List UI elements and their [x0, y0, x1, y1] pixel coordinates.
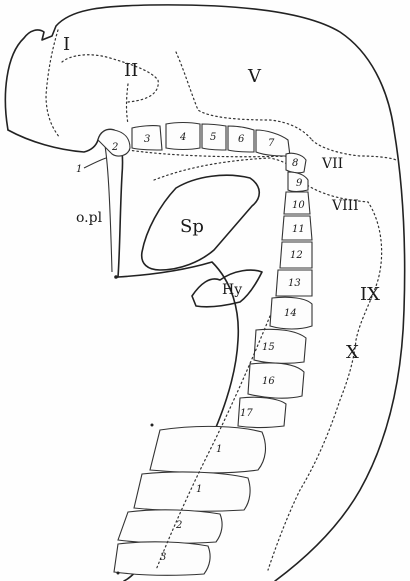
segment-number: 10	[292, 200, 305, 211]
segment-number: 5	[210, 132, 216, 143]
segment-number: 2	[111, 142, 118, 153]
oral-plate-inner	[104, 140, 112, 272]
brain-boundary-7	[154, 158, 300, 180]
segment-number: 3	[160, 552, 166, 563]
column-segment-16	[248, 363, 304, 398]
lower-segment-a	[150, 426, 265, 473]
label-brain-X: X	[346, 342, 359, 363]
label-brain-VII: VII	[321, 156, 343, 172]
dot-mark	[151, 424, 154, 427]
segment-number: 7	[268, 138, 275, 149]
segment-number: 4	[179, 132, 186, 143]
upper-segment-shapes	[98, 123, 308, 192]
label-brain-V: V	[247, 66, 262, 87]
segment-number: 9	[296, 178, 303, 189]
segment-number: 1	[216, 444, 222, 455]
segment-number: 17	[240, 408, 253, 419]
pointer-line	[84, 158, 106, 168]
lower-segment-b	[134, 472, 250, 511]
dot-mark	[114, 275, 118, 279]
segment-number: 15	[262, 342, 275, 353]
label-brain-I: I	[63, 34, 70, 55]
lower-segment-shapes	[114, 426, 265, 575]
segment-number: 13	[288, 278, 301, 289]
brain-boundary-3	[127, 84, 129, 124]
segment-number: 8	[292, 158, 298, 169]
brain-boundary-1	[46, 30, 60, 138]
segment-number: 14	[284, 308, 297, 319]
label-brain-VIII: VIII	[331, 198, 359, 214]
segment-number: 6	[238, 134, 245, 145]
label-pointer-1: 1	[76, 164, 82, 175]
segment-number: 3	[144, 134, 150, 145]
label-brain-II: II	[124, 60, 138, 81]
segment-number: 12	[290, 250, 303, 261]
face-outline	[8, 130, 98, 152]
segment-number: 16	[262, 376, 275, 387]
label-hy: Hy	[222, 282, 242, 298]
segment-number: 11	[292, 224, 305, 235]
label-opl: o.pl	[76, 210, 103, 226]
brain-boundary-2	[62, 55, 158, 102]
segment-number: 1	[196, 484, 202, 495]
label-brain-IX: IX	[360, 284, 380, 305]
lower-segment-c	[118, 510, 222, 543]
segment-number: 2	[175, 520, 182, 531]
dot-mark	[117, 572, 120, 575]
label-sp: Sp	[180, 216, 204, 237]
